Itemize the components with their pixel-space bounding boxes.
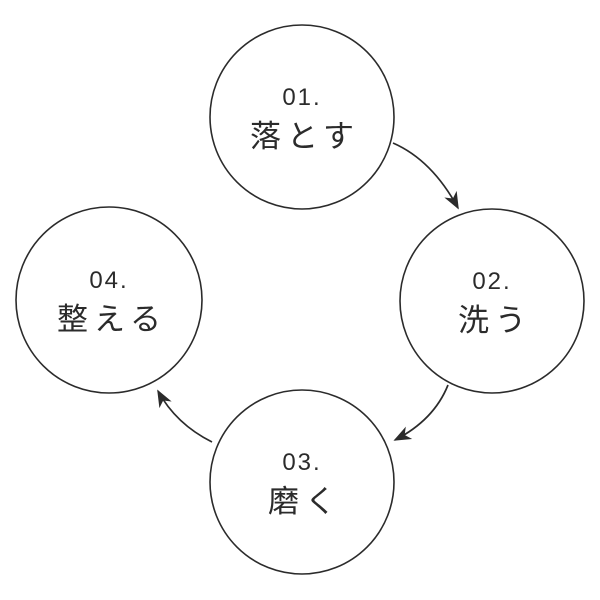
arrow-step3-to-step4 (157, 389, 213, 443)
step-circle-01 (209, 24, 395, 210)
step-label-01: 落とす (250, 119, 360, 154)
step-number-02: 02. (472, 268, 511, 295)
step-node-01: 01. 落とす (209, 24, 395, 210)
step-label-03: 磨く (268, 484, 342, 519)
step-number-03: 03. (282, 449, 321, 476)
step-circle-04 (15, 206, 203, 394)
arrow-step2-to-step3 (393, 384, 449, 441)
step-node-04: 04. 整える (15, 206, 203, 394)
step-number-04: 04. (89, 267, 128, 294)
step-node-02: 02. 洗う (399, 208, 585, 394)
step-circle-03 (209, 389, 395, 575)
step-node-03: 03. 磨く (209, 389, 395, 575)
arrow-step1-to-step2 (392, 142, 459, 210)
step-circle-02 (399, 208, 585, 394)
step-number-01: 01. (282, 84, 321, 111)
step-label-04: 整える (57, 302, 167, 337)
step-label-02: 洗う (458, 303, 532, 338)
